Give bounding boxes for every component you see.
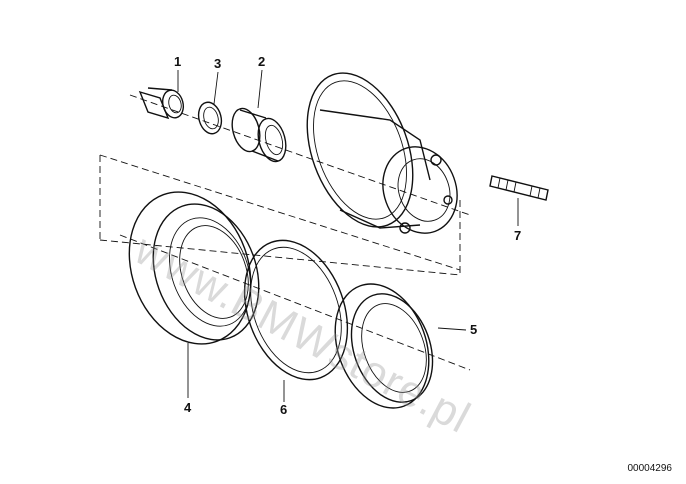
- axis-line-lower: [119, 234, 471, 371]
- leader-lines: [177, 69, 519, 402]
- washer-part: [197, 101, 223, 135]
- sleeve-nut-part: [138, 87, 185, 120]
- axis-line: [129, 94, 471, 216]
- callout-label: 1: [174, 54, 181, 69]
- callout-label: 7: [514, 228, 521, 243]
- callout-label: 3: [214, 56, 221, 71]
- callout-label: 6: [280, 402, 287, 417]
- shaft-seal-part: [334, 283, 434, 409]
- assembly-outline: [99, 154, 461, 276]
- crown-wheel-housing: [306, 72, 458, 234]
- shim-part: [243, 239, 349, 381]
- callout-label: 5: [470, 322, 477, 337]
- needle-bearing-part: [231, 107, 287, 163]
- callout-label: 2: [258, 54, 265, 69]
- roller-bearing-part: [128, 191, 260, 345]
- stud-part: [489, 175, 549, 201]
- callout-label: 4: [184, 400, 192, 415]
- diagram-number: 00004296: [627, 463, 673, 474]
